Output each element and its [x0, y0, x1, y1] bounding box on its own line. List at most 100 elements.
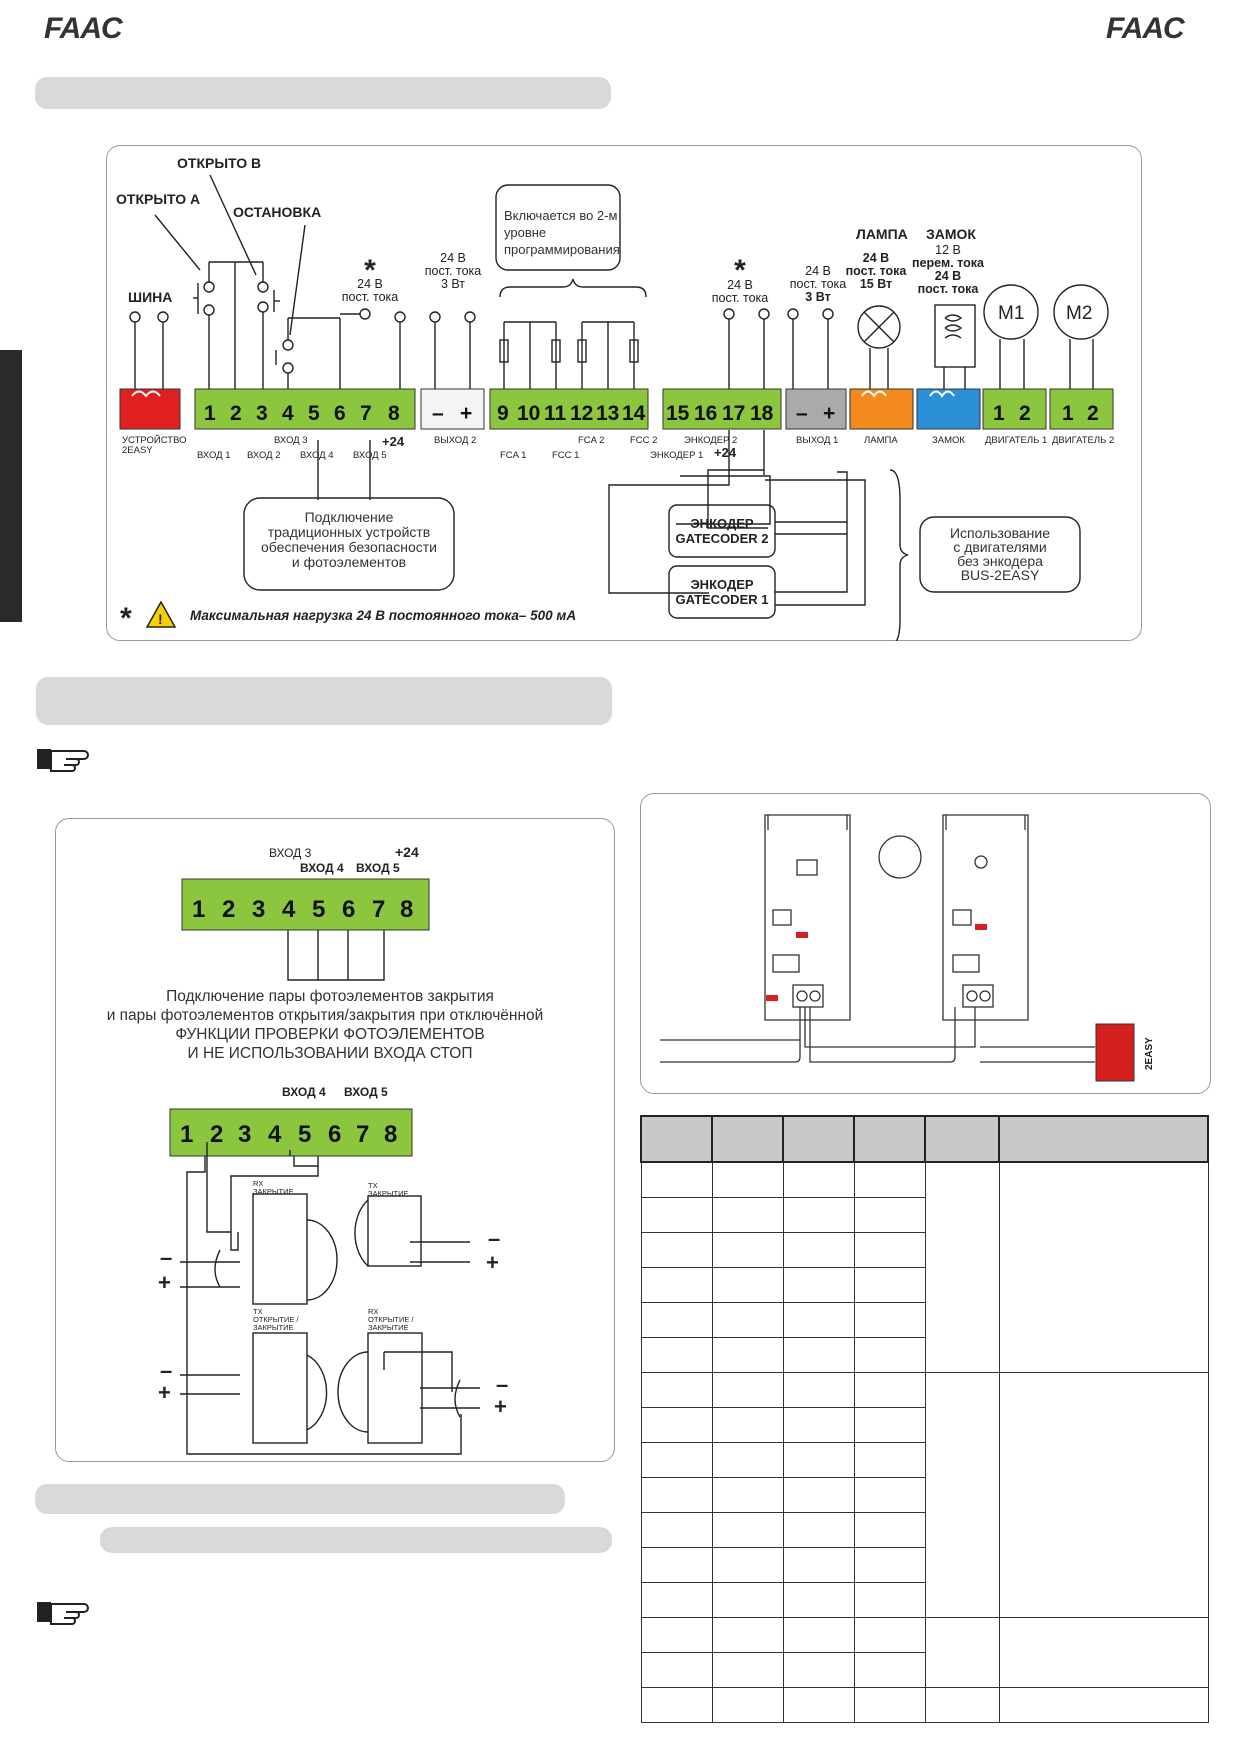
- pointing-hand-icon: [37, 749, 89, 772]
- svg-text:2: 2: [210, 1121, 223, 1148]
- terminal-m2-2: 2: [1087, 402, 1099, 425]
- terminal-10: 10: [517, 402, 540, 425]
- section-header-bar-4: [100, 1527, 612, 1553]
- label-fca1: FCA 1: [500, 450, 526, 461]
- safety-note-2: традиционных устройств: [268, 524, 431, 540]
- label-in4: ВХОД 4: [300, 450, 333, 461]
- photo-in4: ВХОД 4: [300, 861, 344, 875]
- label-enc2: ЭНКОДЕР 2: [684, 435, 737, 446]
- terminal-4: 4: [282, 402, 294, 425]
- terminal-11: 11: [544, 402, 567, 425]
- svg-text:6: 6: [328, 1121, 341, 1148]
- label-in5: ВХОД 5: [353, 450, 386, 461]
- terminal-2: 2: [230, 402, 242, 425]
- rx-close-2: ЗАКРЫТИЕ: [253, 1187, 294, 1196]
- label-2easy-device-2: 2EASY: [122, 445, 153, 456]
- label-motor1: ДВИГАТЕЛЬ 1: [985, 435, 1047, 446]
- terminal-7: 7: [360, 402, 372, 425]
- tx-oc-3: ЗАКРЫТИЕ: [253, 1323, 294, 1332]
- noenc-note-2: с двигателями: [953, 539, 1046, 555]
- pointing-hand-icon: [37, 1602, 89, 1625]
- svg-text:6: 6: [342, 896, 355, 923]
- svg-text:7: 7: [372, 896, 385, 923]
- noenc-note-3: без энкодера: [957, 553, 1043, 569]
- terminal-m1-1: 1: [993, 402, 1005, 425]
- photo-in4b: ВХОД 4: [282, 1085, 326, 1099]
- label-open-b: ОТКРЫТО B: [177, 155, 261, 171]
- terminal-minus-out1: –: [796, 402, 808, 425]
- svg-text:4: 4: [268, 1121, 282, 1148]
- label-out1: ВЫХОД 1: [796, 435, 838, 446]
- terminal-16: 16: [694, 402, 717, 425]
- photo-in5b: ВХОД 5: [344, 1085, 388, 1099]
- section-header-bar-2: [36, 677, 612, 725]
- terminal-15: 15: [666, 402, 690, 425]
- svg-text:2: 2: [222, 896, 235, 923]
- label-lock-v4: пост. тока: [918, 282, 980, 296]
- label-stop: ОСТАНОВКА: [233, 204, 321, 220]
- safety-note-3: обеспечения безопасности: [261, 539, 437, 555]
- prog-note-1: Включается во 2-м: [504, 208, 617, 223]
- label-out1-24v-2: пост. тока: [790, 277, 847, 291]
- terminal-13: 13: [596, 402, 619, 425]
- label-out-24v-2: пост. тока: [425, 264, 482, 278]
- svg-text:3: 3: [252, 896, 265, 923]
- svg-text:–: –: [488, 1226, 500, 1251]
- bus-2easy-tag: 2EASY: [1144, 1037, 1155, 1070]
- safety-note-1: Подключение: [305, 509, 394, 525]
- label-lock-v3: 24 В: [935, 269, 961, 283]
- main-wiring-diagram: 1 2 3 4 5 6 7 8 – + 9 10 11 12 13 14 15 …: [116, 155, 1114, 641]
- warning-icon: !: [145, 600, 177, 628]
- noenc-note-1: Использование: [950, 525, 1050, 541]
- label-2easy-device: УСТРОЙСТВО: [122, 434, 187, 446]
- photo-in3: ВХОД 3: [269, 846, 312, 860]
- svg-text:7: 7: [356, 1121, 369, 1148]
- label-lamp-v1: 24 В: [863, 251, 889, 265]
- terminal-plus-out1: +: [823, 402, 835, 425]
- gatecoder1-1: ЭНКОДЕР: [690, 577, 753, 592]
- svg-text:–: –: [496, 1372, 508, 1397]
- svg-text:–: –: [160, 1245, 172, 1270]
- terminal-minus: –: [432, 402, 444, 425]
- terminal-18: 18: [750, 402, 774, 425]
- terminal-9: 9: [497, 402, 509, 425]
- terminal-12: 12: [570, 402, 593, 425]
- svg-text:5: 5: [312, 896, 325, 923]
- label-motor2: ДВИГАТЕЛЬ 2: [1052, 435, 1114, 446]
- terminal-17: 17: [722, 402, 745, 425]
- svg-text:4: 4: [282, 896, 296, 923]
- terminal-6: 6: [334, 402, 346, 425]
- svg-text:+: +: [494, 1394, 507, 1419]
- photo-desc-2: и пары фотоэлементов открытия/закрытия п…: [107, 1007, 544, 1024]
- label-enc-24v-2: пост. тока: [712, 291, 769, 305]
- photo-in5: ВХОД 5: [356, 861, 400, 875]
- label-out-24v-1: 24 В: [440, 251, 466, 265]
- label-in1: ВХОД 1: [197, 450, 230, 461]
- tx-close-1: TX: [368, 1181, 378, 1190]
- terminal-3: 3: [256, 402, 268, 425]
- label-lock: ЗАМОК: [926, 226, 976, 242]
- terminal-m1-2: 2: [1019, 402, 1031, 425]
- label-out-24v-3: 3 Вт: [441, 277, 465, 291]
- gatecoder1-2: GATECODER 1: [676, 592, 769, 607]
- label-lock-v2: перем. тока: [912, 256, 985, 270]
- svg-text:+: +: [158, 1270, 171, 1295]
- terminal-8: 8: [388, 402, 400, 425]
- terminal-plus: +: [460, 402, 472, 425]
- terminal-m2-1: 1: [1062, 402, 1074, 425]
- label-24v-a2: пост. тока: [342, 290, 399, 304]
- label-out1-24v-1: 24 В: [805, 264, 831, 278]
- rx-oc-2: ОТКРЫТИЕ /: [368, 1315, 414, 1324]
- svg-text:1: 1: [180, 1121, 193, 1148]
- prog-note-2: уровне: [504, 225, 546, 240]
- rx-close-1: RX: [253, 1179, 263, 1188]
- noenc-note-4: BUS-2EASY: [961, 567, 1040, 583]
- svg-text:1: 1: [192, 896, 205, 923]
- label-bus: ШИНА: [128, 289, 172, 305]
- label-m1: M1: [998, 303, 1024, 324]
- svg-text:+: +: [486, 1250, 499, 1275]
- svg-text:5: 5: [298, 1121, 311, 1148]
- section-header-bar-3: [35, 1484, 565, 1514]
- label-fcc1: FCC 1: [552, 450, 579, 461]
- bus-wiring-diagram: 2EASY: [660, 814, 1155, 1082]
